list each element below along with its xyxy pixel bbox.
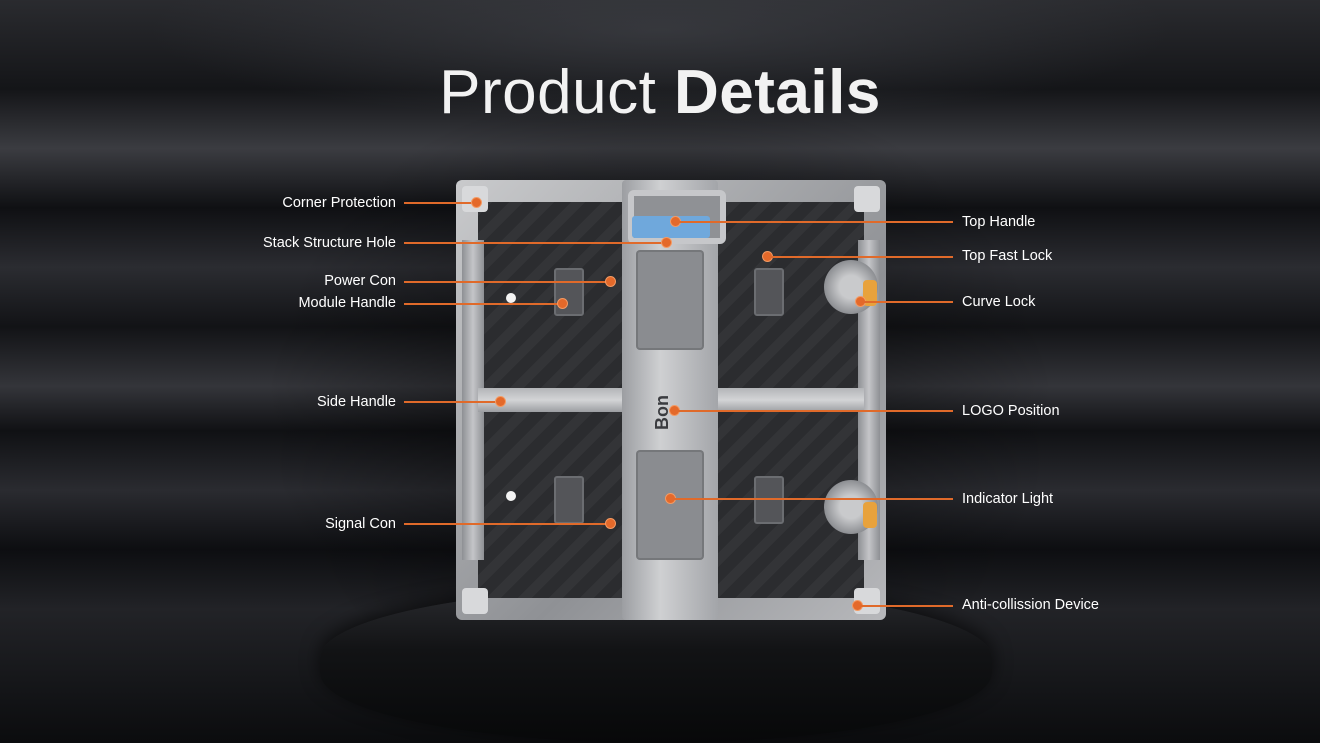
label-side-handle: Side Handle bbox=[317, 394, 396, 410]
indicator-dot-lower bbox=[506, 491, 516, 501]
module-connector-upper-right bbox=[754, 268, 784, 316]
label-curve-lock: Curve Lock bbox=[962, 294, 1036, 310]
right-side-rail bbox=[858, 240, 880, 560]
leader-anti-collision bbox=[861, 605, 953, 607]
page-title: Product Details bbox=[0, 58, 1320, 128]
label-power-con: Power Con bbox=[324, 273, 396, 289]
label-corner-protection: Corner Protection bbox=[282, 195, 396, 211]
curve-lock-knob-lower bbox=[863, 502, 877, 528]
label-module-handle: Module Handle bbox=[298, 295, 396, 311]
leader-module-handle bbox=[404, 303, 558, 305]
marker-corner-protection bbox=[471, 197, 482, 208]
power-box-upper bbox=[636, 250, 704, 350]
title-bold: Details bbox=[674, 58, 881, 127]
leader-indicator-light bbox=[674, 498, 953, 500]
label-anti-collision: Anti-collission Device bbox=[962, 597, 1099, 613]
curve-lock-knob-upper bbox=[863, 280, 877, 306]
marker-stack-structure-hole bbox=[661, 237, 672, 248]
left-side-rail bbox=[462, 240, 484, 560]
title-light: Product bbox=[439, 58, 657, 127]
label-stack-structure-hole: Stack Structure Hole bbox=[263, 235, 396, 251]
module-connector-upper-left bbox=[554, 268, 584, 316]
module-connector-lower-right bbox=[754, 476, 784, 524]
label-logo-position: LOGO Position bbox=[962, 403, 1060, 419]
label-top-handle: Top Handle bbox=[962, 214, 1036, 230]
leader-signal-con bbox=[404, 523, 606, 525]
leader-stack-structure-hole bbox=[404, 242, 662, 244]
leader-logo-position bbox=[678, 410, 953, 412]
leader-corner-protection bbox=[404, 202, 472, 204]
leader-top-handle bbox=[679, 221, 953, 223]
marker-module-handle bbox=[557, 298, 568, 309]
marker-side-handle bbox=[495, 396, 506, 407]
corner-guard-bl bbox=[462, 588, 488, 614]
leader-curve-lock bbox=[864, 301, 953, 303]
logo-mark: Bon bbox=[652, 395, 672, 430]
power-box-lower bbox=[636, 450, 704, 560]
leader-power-con bbox=[404, 281, 606, 283]
marker-power-con bbox=[605, 276, 616, 287]
module-connector-lower-left bbox=[554, 476, 584, 524]
led-cabinet-image: Bon bbox=[456, 180, 886, 620]
label-signal-con: Signal Con bbox=[325, 516, 396, 532]
indicator-dot-upper bbox=[506, 293, 516, 303]
corner-guard-tr bbox=[854, 186, 880, 212]
marker-signal-con bbox=[605, 518, 616, 529]
label-top-fast-lock: Top Fast Lock bbox=[962, 248, 1053, 264]
label-indicator-light: Indicator Light bbox=[962, 491, 1054, 507]
leader-side-handle bbox=[404, 401, 496, 403]
leader-top-fast-lock bbox=[771, 256, 953, 258]
